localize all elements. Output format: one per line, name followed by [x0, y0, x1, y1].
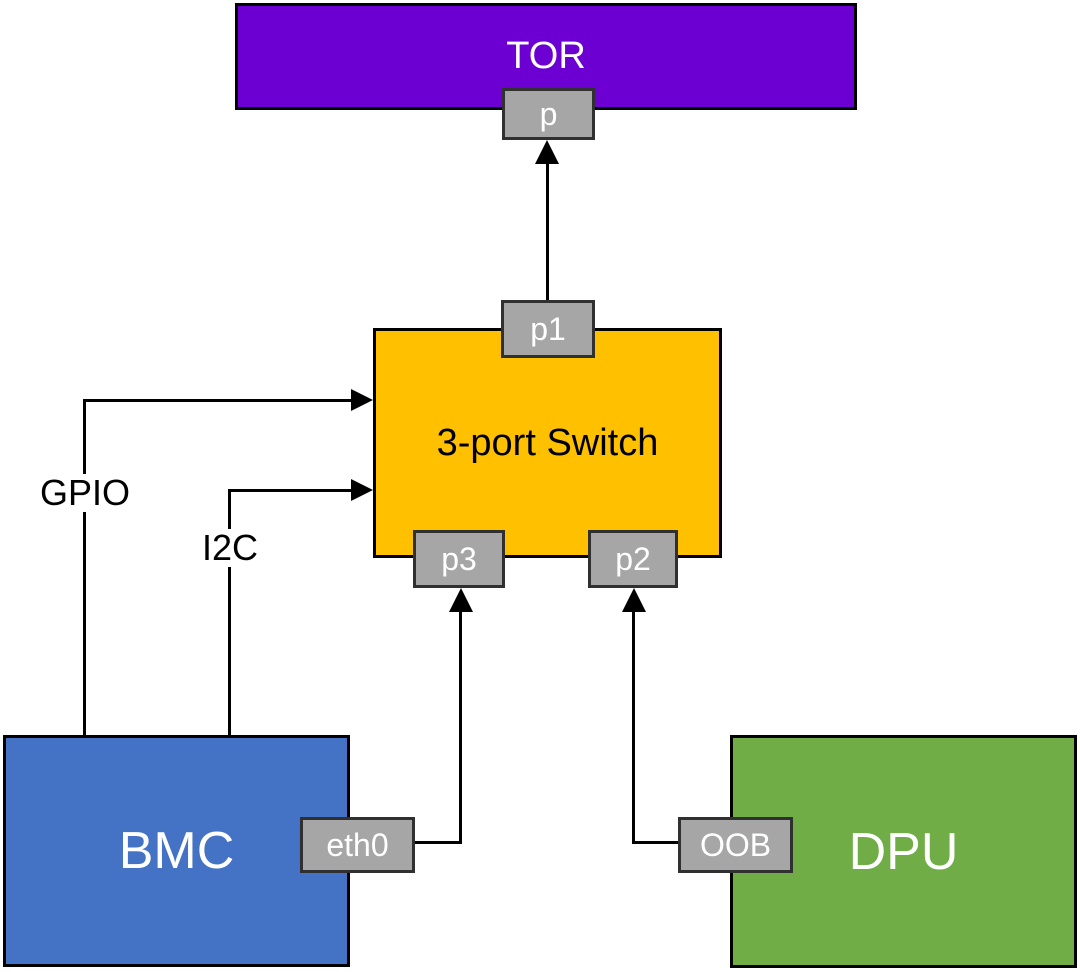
oob-line-vertical: [632, 610, 635, 844]
port-eth0: eth0: [300, 817, 415, 873]
eth0-line-horizontal: [415, 841, 462, 844]
i2c-bus-label: I2C: [196, 527, 264, 568]
bmc-node: BMC: [3, 735, 350, 967]
dpu-node: DPU: [730, 735, 1077, 968]
port-p1-label: p1: [530, 310, 566, 347]
oob-arrow-icon: [622, 588, 646, 612]
dpu-label: DPU: [848, 822, 959, 881]
i2c-line-horizontal: [228, 489, 351, 492]
bmc-label: BMC: [118, 822, 235, 880]
port-p1: p1: [501, 300, 595, 358]
i2c-line-vertical: [228, 490, 231, 735]
gpio-bus-label: GPIO: [38, 472, 132, 513]
port-oob-label: OOB: [699, 826, 772, 863]
port-p: p: [502, 88, 595, 140]
gpio-line-horizontal: [83, 399, 351, 402]
port-p2-label: p2: [615, 540, 651, 577]
port-eth0-label: eth0: [326, 826, 389, 863]
gpio-arrow-icon: [351, 389, 373, 411]
port-p3: p3: [413, 530, 505, 588]
switch-node: 3-port Switch: [373, 328, 722, 558]
p1-to-p-line: [546, 162, 549, 300]
port-p-label: p: [539, 95, 558, 132]
oob-line-horizontal: [632, 841, 678, 844]
i2c-arrow-icon: [351, 479, 373, 501]
gpio-line-vertical: [83, 400, 86, 735]
eth0-line-vertical: [459, 610, 462, 844]
eth0-arrow-icon: [449, 588, 473, 612]
p1-to-p-arrow-icon: [535, 140, 559, 164]
port-oob: OOB: [678, 817, 793, 873]
port-p2: p2: [588, 530, 678, 588]
tor-label: TOR: [506, 35, 586, 77]
port-p3-label: p3: [441, 540, 477, 577]
switch-label: 3-port Switch: [436, 421, 659, 464]
